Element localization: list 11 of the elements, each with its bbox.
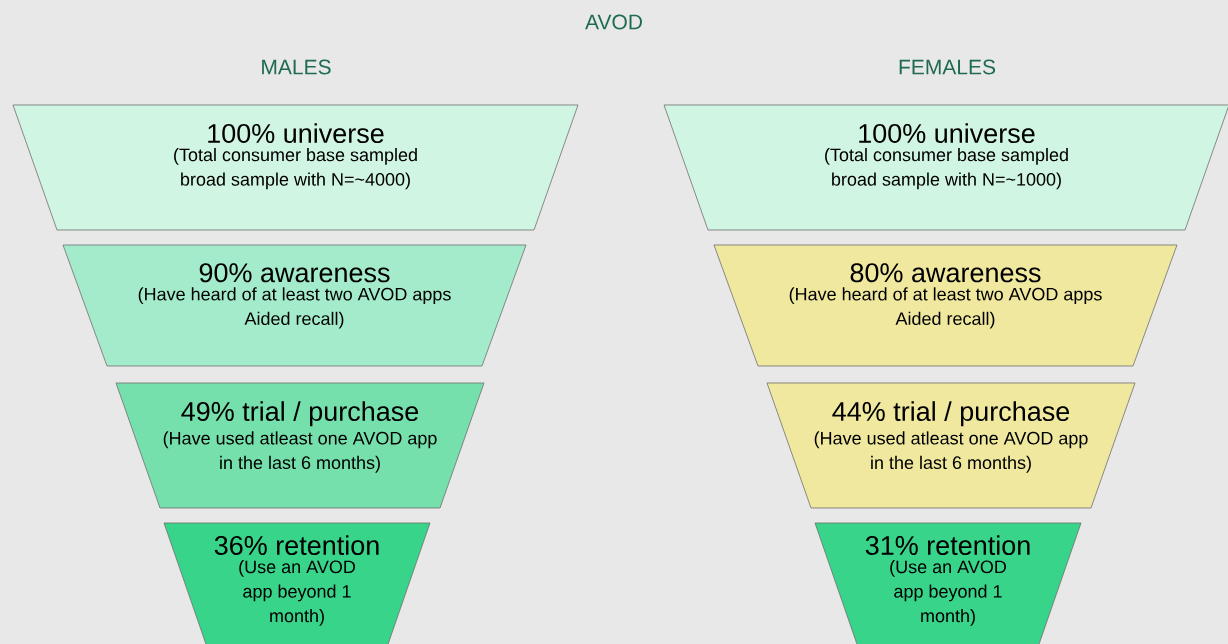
funnel-stage: 90% awareness (Have heard of at least two AVOD apps Aided recall) [62, 244, 527, 367]
funnel-stage: 100% universe (Total consumer base sampled broad sample with N=~1000) [663, 104, 1228, 231]
funnel-stage: 31% retention (Use an AVOD app beyond 1 month) [814, 522, 1082, 644]
funnel-stage: 44% trial / purchase (Have used atleast one AVOD app in the last 6 months) [766, 382, 1136, 509]
funnel-stage: 80% awareness (Have heard of at least two AVOD apps Aided recall) [713, 244, 1178, 367]
funnel-stage: 49% trial / purchase (Have used atleast one AVOD app in the last 6 months) [115, 382, 485, 509]
column-heading: MALES [262, 59, 331, 75]
funnel-stage: 36% retention (Use an AVOD app beyond 1 month) [163, 522, 431, 644]
funnel-stage: 100% universe (Total consumer base sampled broad sample with N=~4000) [12, 104, 579, 231]
column-heading: FEMALES [899, 59, 996, 75]
title: AVOD [585, 14, 642, 30]
